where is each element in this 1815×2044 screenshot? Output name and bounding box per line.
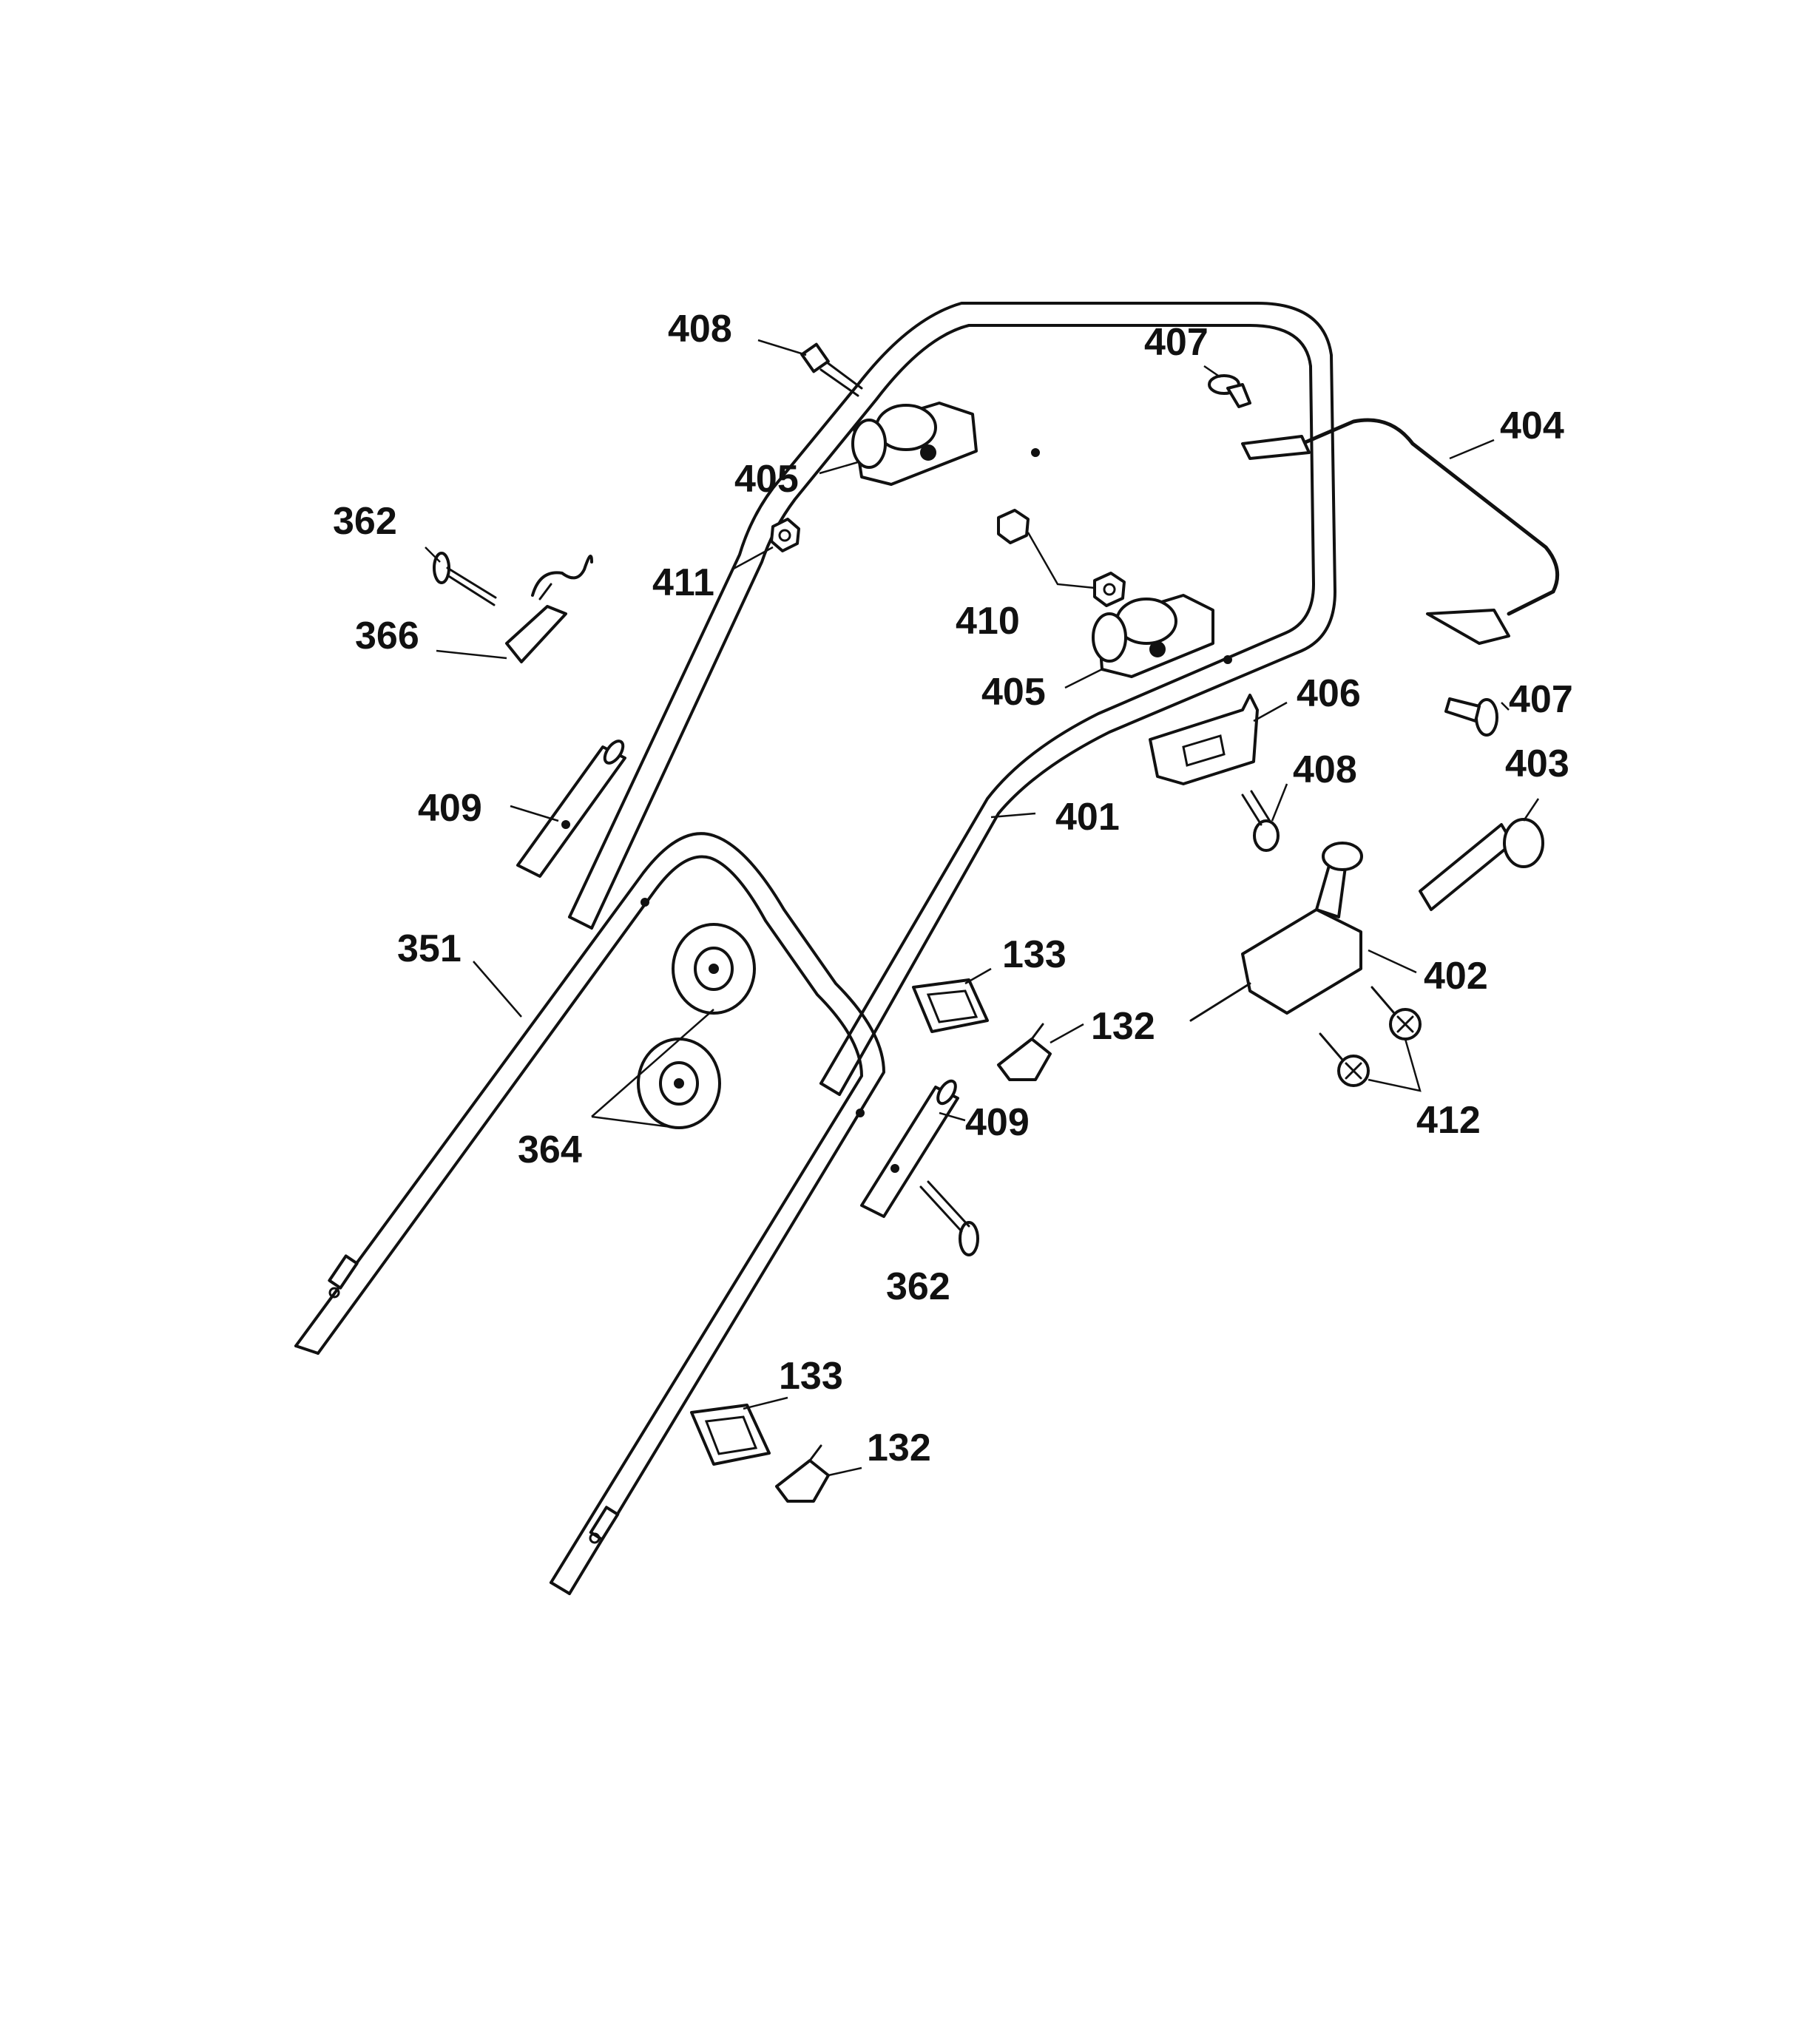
control-rod-404	[1241, 418, 1560, 645]
callout-351: 351	[397, 927, 462, 970]
callout-366: 366	[355, 615, 419, 657]
screw-412-a	[1370, 986, 1422, 1040]
bolt-408-lower	[1241, 790, 1280, 852]
callout-409-upper: 409	[418, 787, 482, 830]
upper-handle-401	[568, 302, 1336, 1096]
callout-133-lower: 133	[779, 1355, 843, 1398]
callout-405-lower: 405	[981, 671, 1046, 714]
leader-lines	[425, 339, 1540, 1477]
callout-405-upper: 405	[734, 458, 799, 501]
pin-407-lower	[1444, 697, 1498, 737]
knob-364-lower	[637, 1038, 721, 1129]
callout-403: 403	[1505, 742, 1569, 785]
callout-401: 401	[1055, 796, 1120, 839]
bolt-362-lower	[919, 1180, 979, 1256]
cable-guide-133-lower	[690, 1404, 771, 1466]
clamp-405-upper	[851, 402, 978, 486]
callout-407-lower: 407	[1509, 678, 1573, 721]
callout-411: 411	[652, 561, 714, 604]
callout-404: 404	[1500, 405, 1564, 447]
callout-364: 364	[518, 1128, 582, 1171]
bolt-408-upper	[800, 342, 863, 397]
tube-409-lower	[860, 1079, 959, 1218]
callout-402: 402	[1424, 955, 1488, 998]
callout-410: 410	[956, 600, 1020, 643]
spring-clip-366	[505, 555, 593, 663]
knob-364-upper	[672, 923, 756, 1015]
callout-409-lower: 409	[965, 1101, 1030, 1144]
tube-409-upper	[516, 740, 626, 878]
clip-132-upper	[997, 1023, 1052, 1081]
lower-handle-351	[294, 832, 885, 1595]
screw-412-b	[1319, 1032, 1370, 1087]
clip-132-lower	[775, 1444, 830, 1503]
bolt-362-upper	[433, 552, 497, 606]
nut-411	[770, 518, 800, 552]
clamp-405-lower	[1092, 594, 1214, 678]
cable-guide-133-upper	[912, 978, 989, 1033]
callout-407-upper: 407	[1144, 321, 1209, 364]
bracket-406	[1149, 694, 1259, 785]
callout-labels: 408 407 404 405 362 411 410 366 405 406 …	[333, 308, 1573, 1469]
callout-132-upper: 132	[1091, 1005, 1155, 1048]
lever-403	[1419, 818, 1544, 911]
callout-362-upper: 362	[333, 500, 397, 543]
callout-408-lower: 408	[1293, 748, 1357, 791]
callout-408-upper: 408	[668, 308, 732, 351]
nut-410-b	[1093, 572, 1126, 607]
callout-133-upper: 133	[1002, 933, 1067, 976]
nut-410-a	[997, 509, 1030, 544]
callout-362-lower: 362	[886, 1265, 950, 1308]
throttle-402	[1189, 842, 1363, 1022]
callout-406: 406	[1297, 672, 1361, 715]
callout-132-lower: 132	[867, 1427, 931, 1469]
callout-412: 412	[1416, 1099, 1481, 1142]
pin-407-upper	[1208, 374, 1251, 408]
